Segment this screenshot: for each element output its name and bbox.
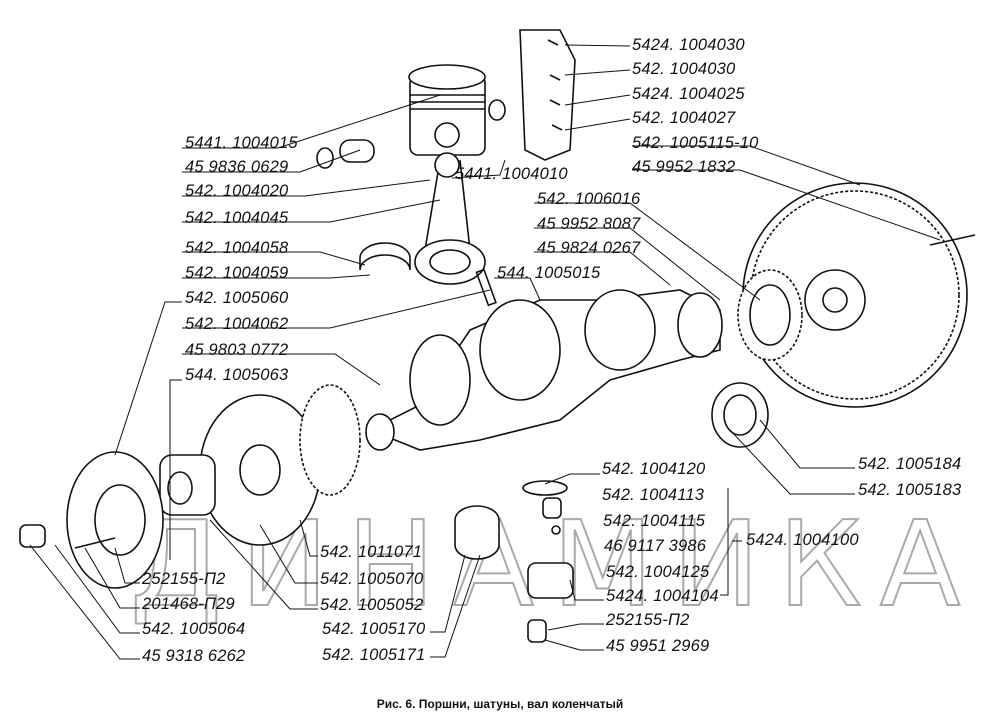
part-label: 542. 1004045: [185, 209, 289, 227]
part-label: 542. 1004115: [603, 512, 706, 530]
piston: [408, 64, 486, 156]
part-label: 542. 1004062: [185, 315, 289, 333]
cylinder-block-section: [519, 29, 576, 161]
damper: [199, 384, 361, 546]
part-label: 542. 1005052: [320, 596, 424, 614]
part-label: 252155-П2: [142, 570, 226, 588]
part-label: 5424. 1004104: [606, 587, 719, 605]
part-label: 45 9951 2969: [606, 637, 710, 655]
piston-pin-and-rings: [316, 99, 506, 169]
part-label: 45 9952 8087: [537, 215, 641, 233]
part-label: 542. 1005070: [320, 570, 424, 588]
part-label: 542. 1004120: [602, 460, 706, 478]
part-label: 542. 1005064: [142, 620, 246, 638]
main-bearing-shells: [711, 382, 769, 448]
part-label: 201468-П29: [142, 595, 235, 613]
part-label: 542. 1005060: [185, 289, 289, 307]
part-label: 542. 1005170: [322, 620, 426, 638]
hub: [159, 454, 216, 516]
oil-nozzle-assembly: [522, 480, 574, 643]
part-label: 45 9803 0772: [185, 341, 289, 359]
part-label: 542. 1006016: [537, 190, 641, 208]
part-label: 542. 1011071: [320, 543, 423, 561]
bearing-shells: [359, 242, 411, 271]
part-label: 5424. 1004025: [632, 85, 745, 103]
part-label: 542. 1004059: [185, 264, 289, 282]
part-label: 542. 1004030: [632, 60, 736, 78]
crankshaft: [365, 289, 723, 451]
part-label: 542. 1004020: [185, 182, 289, 200]
part-label: 542. 1004125: [606, 563, 710, 581]
part-label: 542. 1004058: [185, 239, 289, 257]
part-label: 5441. 1004015: [185, 134, 298, 152]
part-label: 544. 1005015: [497, 264, 601, 282]
flywheel: [737, 182, 976, 408]
part-label: 542. 1005115-10: [632, 134, 759, 152]
pulley: [19, 451, 164, 589]
part-label: 45 9952 1832: [632, 158, 736, 176]
part-label: 542. 1005184: [858, 455, 962, 473]
figure-caption: Рис. 6. Поршни, шатуны, вал коленчатый: [376, 697, 624, 711]
part-label: 46 9117 3986: [604, 537, 707, 555]
part-label: 542. 1004027: [632, 109, 736, 127]
part-label: 45 9836 0629: [185, 158, 289, 176]
connecting-rod: [414, 152, 497, 307]
part-label: 45 9318 6262: [142, 647, 246, 665]
part-label: 542. 1005171: [322, 646, 426, 664]
bushing: [454, 505, 500, 560]
part-label: 45 9824 0267: [537, 239, 641, 257]
part-label: 5424. 1004100: [746, 531, 859, 549]
part-label: 5441. 1004010: [455, 165, 568, 183]
part-label: 542. 1004113: [602, 486, 705, 504]
part-label: 252155-П2: [606, 611, 690, 629]
part-label: 5424. 1004030: [632, 36, 745, 54]
leader-lines: [29, 44, 941, 660]
part-label: 544. 1005063: [185, 366, 289, 384]
part-label: 542. 1005183: [858, 481, 962, 499]
